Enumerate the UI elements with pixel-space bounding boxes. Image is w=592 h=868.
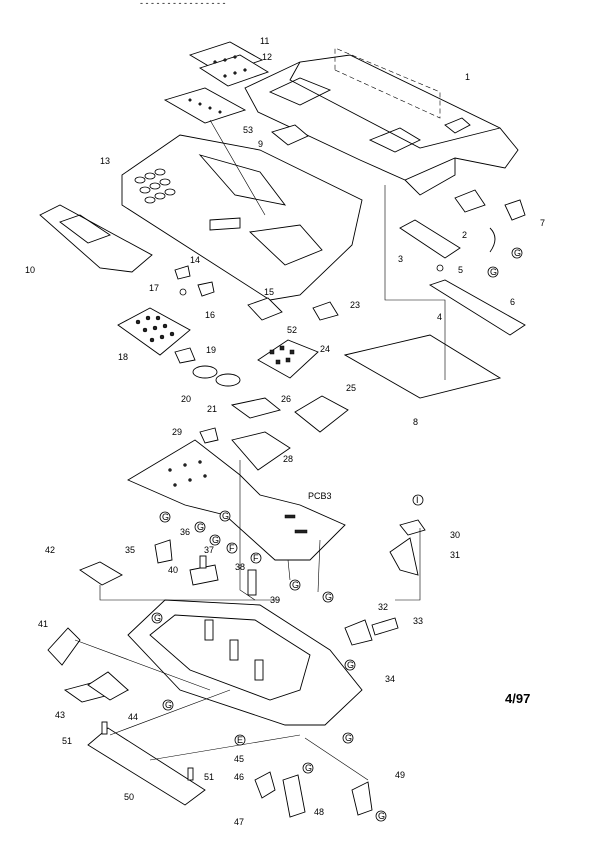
parts-25-26 xyxy=(230,395,349,433)
callout-26: 26 xyxy=(281,394,291,404)
hardware-symbol-g-6: G xyxy=(212,535,219,545)
callout-45: 45 xyxy=(234,754,244,764)
callout-38: 38 xyxy=(235,562,245,572)
callout-43: 43 xyxy=(55,710,65,720)
hardware-symbol-g-3: G xyxy=(162,512,169,522)
hardware-symbol-g-11: G xyxy=(165,700,172,710)
callout-11: 11 xyxy=(260,36,269,46)
callout-15: 15 xyxy=(264,287,274,297)
callout-34: 34 xyxy=(385,674,395,684)
callout-48: 48 xyxy=(314,807,324,817)
callout-5: 5 xyxy=(458,265,463,275)
hardware-symbol-i: I xyxy=(416,495,419,505)
hardware-symbol-g-9: G xyxy=(154,613,161,623)
part-9 xyxy=(271,124,309,146)
top-cover-part xyxy=(244,47,519,196)
pcb3-label: PCB3 xyxy=(308,491,332,501)
callout-18: 18 xyxy=(118,352,128,362)
callout-25: 25 xyxy=(346,383,356,393)
callout-9: 9 xyxy=(258,139,263,149)
key-parts-14-18 xyxy=(117,265,215,356)
callout-31: 31 xyxy=(450,550,460,560)
callout-14: 14 xyxy=(190,255,200,265)
lcd-panel-part xyxy=(39,204,153,273)
callout-12: 12 xyxy=(262,52,272,62)
left-parts-35-44 xyxy=(47,539,257,703)
panel-11-12-parts xyxy=(188,41,270,87)
hardware-symbol-f-2: F xyxy=(253,553,259,563)
callout-36: 36 xyxy=(180,527,190,537)
callout-32: 32 xyxy=(378,602,388,612)
callout-41: 41 xyxy=(38,619,48,629)
hardware-symbol-f-1: F xyxy=(229,543,235,553)
callout-49: 49 xyxy=(395,770,405,780)
right-side-parts xyxy=(343,189,526,399)
plate-53-part xyxy=(163,87,247,124)
hardware-symbol-g-2: G xyxy=(514,248,521,258)
hardware-symbol-g-5: G xyxy=(222,511,229,521)
callout-23: 23 xyxy=(350,300,360,310)
bottom-parts-45-51 xyxy=(87,721,373,818)
date-code: 4/97 xyxy=(505,691,530,706)
callout-46: 46 xyxy=(234,772,244,782)
callout-53: 53 xyxy=(243,125,253,135)
callout-21: 21 xyxy=(207,404,217,414)
callout-47: 47 xyxy=(234,817,244,827)
callout-4: 4 xyxy=(437,312,442,322)
chassis-part xyxy=(127,599,363,726)
callout-3: 3 xyxy=(398,254,403,264)
parts-15-52-23-24 xyxy=(247,297,339,379)
hardware-symbol-g-14: G xyxy=(378,811,385,821)
operation-panel-part xyxy=(121,134,363,301)
parts-19-20-21 xyxy=(174,347,241,387)
hardware-symbols: G G G G G G I F F G G G G G G E G G xyxy=(151,247,523,822)
callout-42: 42 xyxy=(45,545,55,555)
callout-29: 29 xyxy=(172,427,182,437)
part-number-labels: 1 2 3 4 5 6 7 8 9 10 11 12 13 14 15 16 1… xyxy=(25,36,545,827)
callout-6: 6 xyxy=(510,297,515,307)
callout-51-right: 51 xyxy=(204,772,214,782)
right-side-parts-30-33 xyxy=(344,519,426,646)
callout-37: 37 xyxy=(204,545,214,555)
callout-39: 39 xyxy=(270,595,280,605)
callout-7: 7 xyxy=(540,218,545,228)
callout-50: 50 xyxy=(124,792,134,802)
hardware-symbol-g-10: G xyxy=(347,660,354,670)
hardware-symbol-g-12: G xyxy=(345,733,352,743)
parts-28-29 xyxy=(199,427,291,471)
pcb3-board-part xyxy=(127,439,346,561)
callout-51-left: 51 xyxy=(62,736,72,746)
callout-13: 13 xyxy=(100,156,110,166)
callout-2: 2 xyxy=(462,230,467,240)
callout-1: 1 xyxy=(465,72,470,82)
hardware-symbol-e: E xyxy=(237,735,243,745)
callout-20: 20 xyxy=(181,394,191,404)
callout-52: 52 xyxy=(287,325,297,335)
hardware-symbol-g-8: G xyxy=(325,592,332,602)
callout-44: 44 xyxy=(128,712,138,722)
hardware-symbol-g-1: G xyxy=(490,267,497,277)
callout-16: 16 xyxy=(205,310,215,320)
callout-28: 28 xyxy=(283,454,293,464)
callout-24: 24 xyxy=(320,344,330,354)
hardware-symbol-g-4: G xyxy=(197,522,204,532)
callout-10: 10 xyxy=(25,265,35,275)
callout-30: 30 xyxy=(450,530,460,540)
callout-35: 35 xyxy=(125,545,135,555)
callout-19: 19 xyxy=(206,345,216,355)
hardware-symbol-g-13: G xyxy=(305,763,312,773)
connection-lines xyxy=(74,119,446,781)
callout-40: 40 xyxy=(168,565,178,575)
hardware-symbol-g-7: G xyxy=(292,580,299,590)
cropped-header-text: - - - - - - - - - - - - - - - - xyxy=(140,0,225,8)
callout-8: 8 xyxy=(413,417,418,427)
callout-17: 17 xyxy=(149,283,159,293)
callout-33: 33 xyxy=(413,616,423,626)
